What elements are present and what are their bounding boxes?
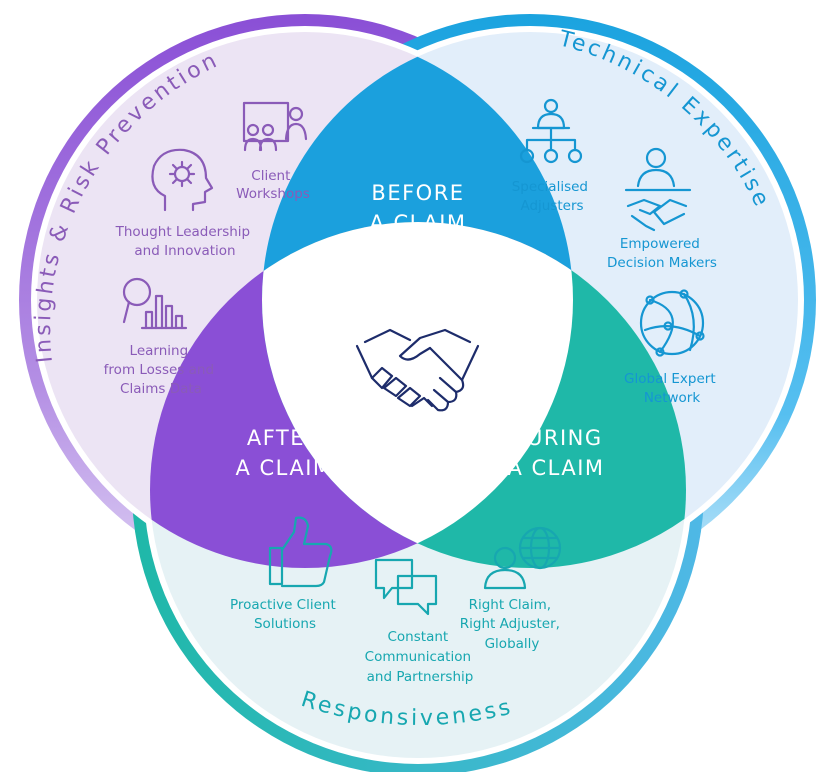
before-label-2: A CLAIM: [369, 211, 466, 235]
workshop-presenter-icon: [242, 101, 308, 152]
org-hierarchy-icon: [519, 98, 583, 164]
handshake-icon: [355, 328, 480, 412]
arrow-before-to-during: [341, 254, 491, 267]
item-right-claim: Right Claim, Right Adjuster, Globally: [460, 597, 565, 652]
speech-bubbles-icon: [374, 558, 438, 616]
arrow-after-head: [299, 334, 314, 348]
during-label-2: A CLAIM: [507, 456, 604, 480]
before-label-1: BEFORE: [371, 181, 464, 205]
during-label-1: DURING: [509, 426, 602, 450]
arrow-after-to-before: [305, 337, 376, 463]
item-specialised-adjusters: Specialised Adjusters: [512, 179, 593, 214]
person-handshake-icon: [624, 147, 692, 232]
arrow-before-head: [479, 257, 492, 271]
item-learning-losses: Learning from Losses and Claims Data: [104, 343, 219, 397]
arrow-during-head: [457, 449, 471, 466]
globe-network-icon: [639, 289, 705, 357]
arrow-during-to-after: [459, 319, 520, 463]
item-empowered-decision: Empowered Decision Makers: [607, 236, 717, 271]
thumbs-up-icon: [268, 516, 333, 588]
after-label-2: A CLAIM: [235, 456, 332, 480]
item-constant-communication: Constant Communication and Partnership: [365, 629, 476, 685]
person-globe-icon: [483, 526, 562, 590]
item-global-expert: Global Expert Network: [624, 371, 720, 406]
magnifier-bars-icon: [122, 277, 188, 330]
after-label-1: AFTER: [247, 426, 321, 450]
item-thought-leadership: Thought Leadership and Innovation: [115, 224, 255, 259]
item-client-workshops: Client Workshops: [236, 168, 310, 202]
item-proactive-solutions: Proactive Client Solutions: [230, 597, 340, 632]
head-gear-icon: [151, 148, 214, 212]
cycle-arrows: [299, 254, 520, 466]
